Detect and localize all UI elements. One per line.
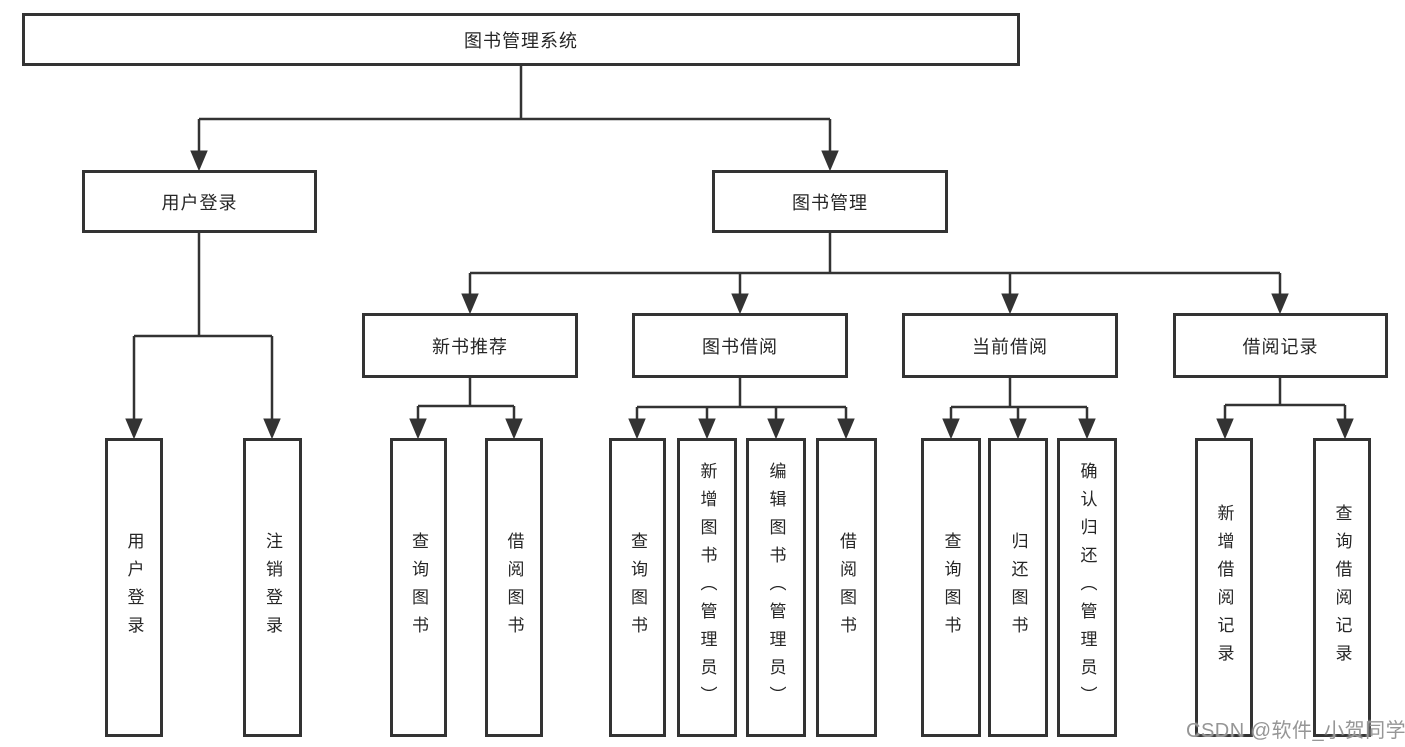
leaf-label: 确认归还（管理员） — [1077, 461, 1097, 714]
leaf-user-login: 用户登录 — [105, 438, 163, 737]
csdn-watermark: CSDN @软件_小贺同学 — [1186, 720, 1405, 742]
node-label: 图书管理 — [792, 192, 868, 213]
leaf-label: 编辑图书（管理员） — [766, 461, 786, 714]
leaf-label: 用户登录 — [124, 531, 144, 644]
leaf-label: 查询借阅记录 — [1332, 503, 1352, 672]
leaf-borrow-book: 借阅图书 — [485, 438, 543, 737]
leaf-edit-book-admin: 编辑图书（管理员） — [746, 438, 806, 737]
leaf-add-book-admin: 新增图书（管理员） — [677, 438, 737, 737]
node-borrowing-records: 借阅记录 — [1173, 313, 1388, 378]
leaf-confirm-return-admin: 确认归还（管理员） — [1057, 438, 1117, 737]
leaf-query-borrow-record: 查询借阅记录 — [1313, 438, 1371, 737]
node-label: 当前借阅 — [972, 336, 1048, 357]
leaf-add-borrow-record: 新增借阅记录 — [1195, 438, 1253, 737]
arrowheads — [125, 150, 1354, 440]
node-new-book-recommendation: 新书推荐 — [362, 313, 578, 378]
node-label: 图书借阅 — [702, 336, 778, 357]
leaf-query-book: 查询图书 — [609, 438, 666, 737]
leaf-query-book: 查询图书 — [921, 438, 981, 737]
leaf-borrow-book: 借阅图书 — [816, 438, 877, 737]
node-library-management-system: 图书管理系统 — [22, 13, 1020, 66]
leaf-query-book: 查询图书 — [390, 438, 447, 737]
node-label: 借阅记录 — [1242, 336, 1319, 357]
leaf-label: 注销登录 — [263, 531, 282, 644]
leaf-label: 查询图书 — [628, 531, 647, 644]
leaf-label: 新增借阅记录 — [1214, 503, 1234, 672]
leaf-logout: 注销登录 — [243, 438, 302, 737]
node-user-login: 用户登录 — [82, 170, 317, 233]
node-label: 新书推荐 — [432, 336, 508, 357]
node-current-borrowing: 当前借阅 — [902, 313, 1118, 378]
node-book-borrowing: 图书借阅 — [632, 313, 848, 378]
node-label: 图书管理系统 — [464, 30, 578, 51]
leaf-label: 查询图书 — [409, 531, 428, 644]
leaf-label: 借阅图书 — [837, 531, 856, 644]
leaf-label: 新增图书（管理员） — [697, 461, 717, 714]
leaf-return-book: 归还图书 — [988, 438, 1048, 737]
leaf-label: 借阅图书 — [504, 531, 524, 644]
node-book-management: 图书管理 — [712, 170, 948, 233]
node-label: 用户登录 — [161, 192, 238, 213]
leaf-label: 查询图书 — [941, 531, 961, 644]
leaf-label: 归还图书 — [1008, 531, 1028, 644]
